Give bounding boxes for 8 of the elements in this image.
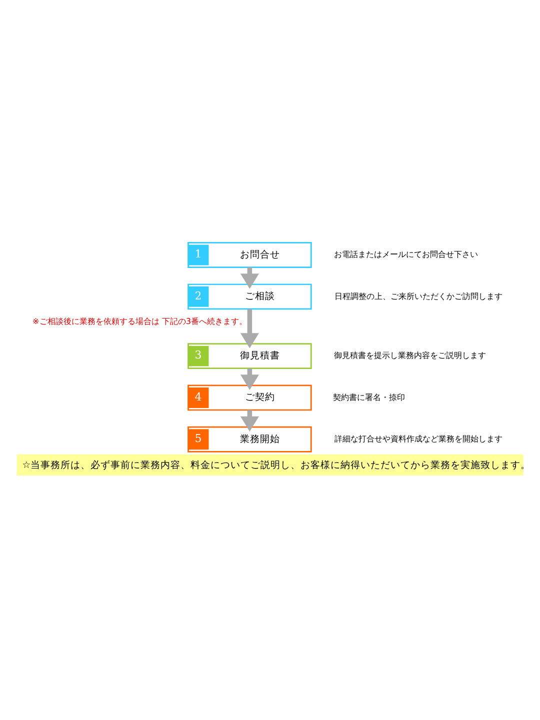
node-label: 契約書に署名・捺印 xyxy=(333,391,406,402)
node-label: 詳細な打合せや資料作成など業務を開始します xyxy=(334,432,502,443)
caption: ☆当事務所は、必ず事前に業務内容、料金についてご説明し、お客様に納得いただいてから業務を実施致します。 xyxy=(22,459,531,470)
arrow xyxy=(240,308,259,348)
node-label: お電話またはメールにてお問合せ下さい xyxy=(334,248,478,259)
edge-label: ※ご相談後に業務を依頼する場合は 下記の3番へ続きます。 xyxy=(32,316,248,326)
node-label: 日程調整の上、ご来所いただくかご訪問します xyxy=(334,290,502,300)
node-label: 御見積書を提示し業務内容をご説明します xyxy=(334,350,486,360)
